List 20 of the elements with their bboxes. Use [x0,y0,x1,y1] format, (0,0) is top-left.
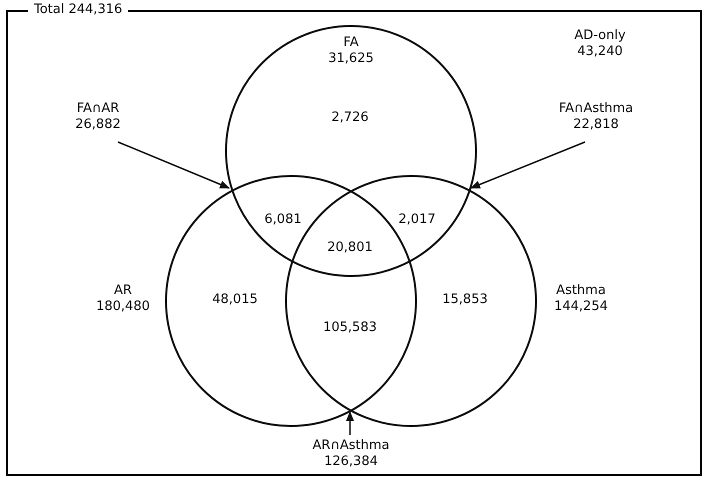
set-count: 144,254 [553,299,609,315]
set-name: FA [342,35,360,51]
callout-label: FA∩AR 26,882 [53,101,143,133]
callout-label: AR∩Asthma 126,384 [301,438,401,470]
region-count: 2,726 [330,110,370,126]
leader-arrow [470,141,586,189]
leader-arrow [346,411,354,435]
set-count: 31,625 [327,51,375,67]
set-name: Asthma [555,283,607,299]
region-count: 6,081 [263,212,303,228]
region-count: 48,015 [211,292,259,308]
region-count: 20,801 [326,240,374,256]
total-label: AD-only 43,240 [573,28,627,60]
set-name: AR [113,283,133,299]
callout-label: FA∩Asthma 22,818 [546,101,646,133]
region-count: 105,583 [322,320,378,336]
leader-arrow [118,141,230,189]
region-count: 15,853 [441,292,489,308]
region-count: 2,017 [397,212,437,228]
set-count: 180,480 [95,299,151,315]
